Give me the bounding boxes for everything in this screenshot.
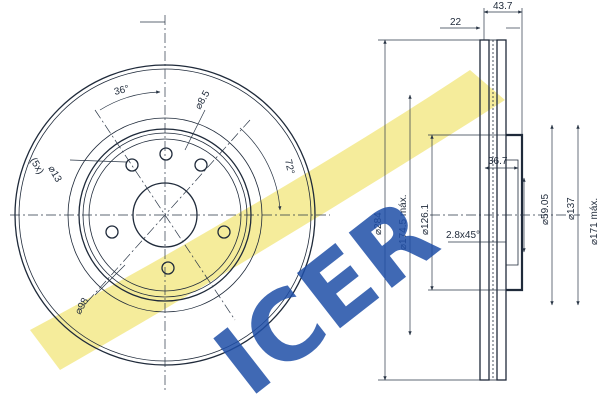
side-view: 43.7 22 ⌀284 ⌀174.5 máx. ⌀126.1 36.7 ⌀59… [373,1,600,381]
label-171: ⌀171 máx. [589,198,600,245]
label-174-5: ⌀174.5 máx. [398,195,409,251]
hat-inner-profile [506,159,519,266]
hat-profile [506,133,524,292]
label-126-1: ⌀126.1 [420,204,431,235]
label-5x: (5x) [27,156,45,176]
angle-arc-36 [99,90,161,111]
leader-98 [94,264,126,296]
bolt-hole-4 [161,261,175,275]
leader-13 [69,159,127,163]
label-284: ⌀284 [373,212,384,235]
bolt-hole-6 [125,158,139,172]
label-36: 36° [113,84,130,98]
label-72: 72° [282,158,296,175]
bolt-hole-2 [194,158,208,172]
label-22: 22 [450,17,462,28]
friction-plate-outer [479,39,490,381]
label-43-7: 43.7 [493,1,513,12]
bolt-hole-1 [159,147,173,161]
label-59-05: ⌀59.05 [540,194,551,225]
bolt-hole-5 [105,225,119,239]
leader-8-5 [184,109,206,151]
angle-arc-72 [239,127,282,211]
label-2-8x45: 2.8x45° [446,230,480,241]
label-36-7: 36.7 [488,156,508,167]
bolt-hole-3 [217,225,231,239]
centerline-diag-2 [79,119,251,311]
label-137: ⌀137 [566,197,577,220]
label-8-5: ⌀8.5 [193,88,213,111]
label-13: ⌀13 [45,164,63,185]
friction-plate-inner [496,39,507,381]
